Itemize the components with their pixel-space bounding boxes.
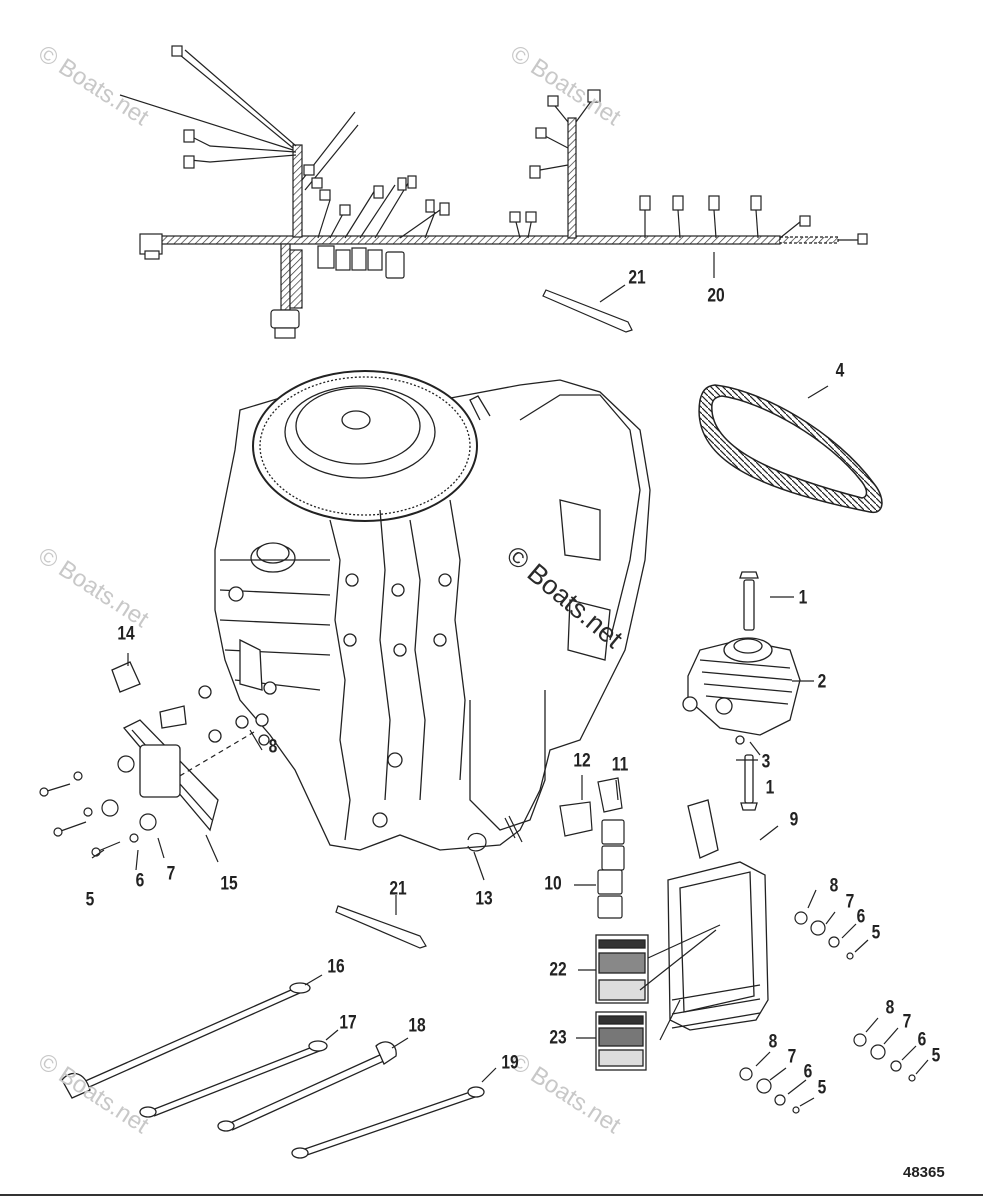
wiring-harness (119, 45, 868, 339)
callout-5-left: 5 (85, 889, 95, 911)
leader-lines (91, 252, 929, 1107)
callout-18: 18 (408, 1015, 426, 1037)
callout-17: 17 (339, 1012, 357, 1034)
battery-cables (61, 982, 485, 1159)
engine-control-module (595, 799, 769, 1071)
callout-11: 11 (611, 754, 629, 776)
callout-5-bottom: 5 (817, 1077, 827, 1099)
callout-5-right-top: 5 (871, 922, 881, 944)
cable-tie-lower (335, 905, 427, 949)
callout-6-right-bottom: 6 (917, 1029, 927, 1051)
callout-21-lower: 21 (389, 878, 407, 900)
callout-14: 14 (117, 623, 135, 645)
callout-16: 16 (327, 956, 345, 978)
bottom-divider (0, 1194, 983, 1196)
callout-6-bottom: 6 (803, 1061, 813, 1083)
callout-20: 20 (707, 285, 725, 307)
callout-6-right-top: 6 (856, 906, 866, 928)
callout-9: 9 (789, 809, 799, 831)
callout-6-left: 6 (135, 870, 145, 892)
callout-21-top: 21 (628, 267, 646, 289)
callout-13: 13 (475, 888, 493, 910)
fastener-set-left (39, 755, 157, 857)
callout-8-right-bottom: 8 (885, 997, 895, 1019)
callout-7-bottom: 7 (787, 1046, 797, 1068)
callout-10: 10 (544, 873, 562, 895)
cable-tie-top (542, 289, 633, 333)
alternator (682, 571, 801, 811)
engine-block (214, 370, 651, 851)
callout-12: 12 (573, 750, 591, 772)
diagram-reference-number: 48365 (903, 1164, 945, 1181)
callout-1-upper: 1 (798, 587, 808, 609)
callout-19: 19 (501, 1052, 519, 1074)
callout-5-right-bottom: 5 (931, 1045, 941, 1067)
callout-8-bottom: 8 (768, 1031, 778, 1053)
callout-7-left: 7 (166, 863, 176, 885)
callout-7-right-bottom: 7 (902, 1011, 912, 1033)
callout-2: 2 (817, 671, 827, 693)
callout-15: 15 (220, 873, 238, 895)
callout-8-left: 8 (268, 736, 278, 758)
callout-7-right-top: 7 (845, 891, 855, 913)
fastener-set-right (739, 911, 916, 1114)
callout-1-lower: 1 (765, 777, 775, 799)
callout-3: 3 (761, 751, 771, 773)
drive-belt (698, 384, 883, 513)
relays-and-fuse-holder (467, 777, 625, 919)
callout-8-right-top: 8 (829, 875, 839, 897)
callout-23: 23 (549, 1027, 567, 1049)
callout-4: 4 (835, 360, 845, 382)
callout-22: 22 (549, 959, 567, 981)
mounting-bracket (111, 661, 269, 832)
